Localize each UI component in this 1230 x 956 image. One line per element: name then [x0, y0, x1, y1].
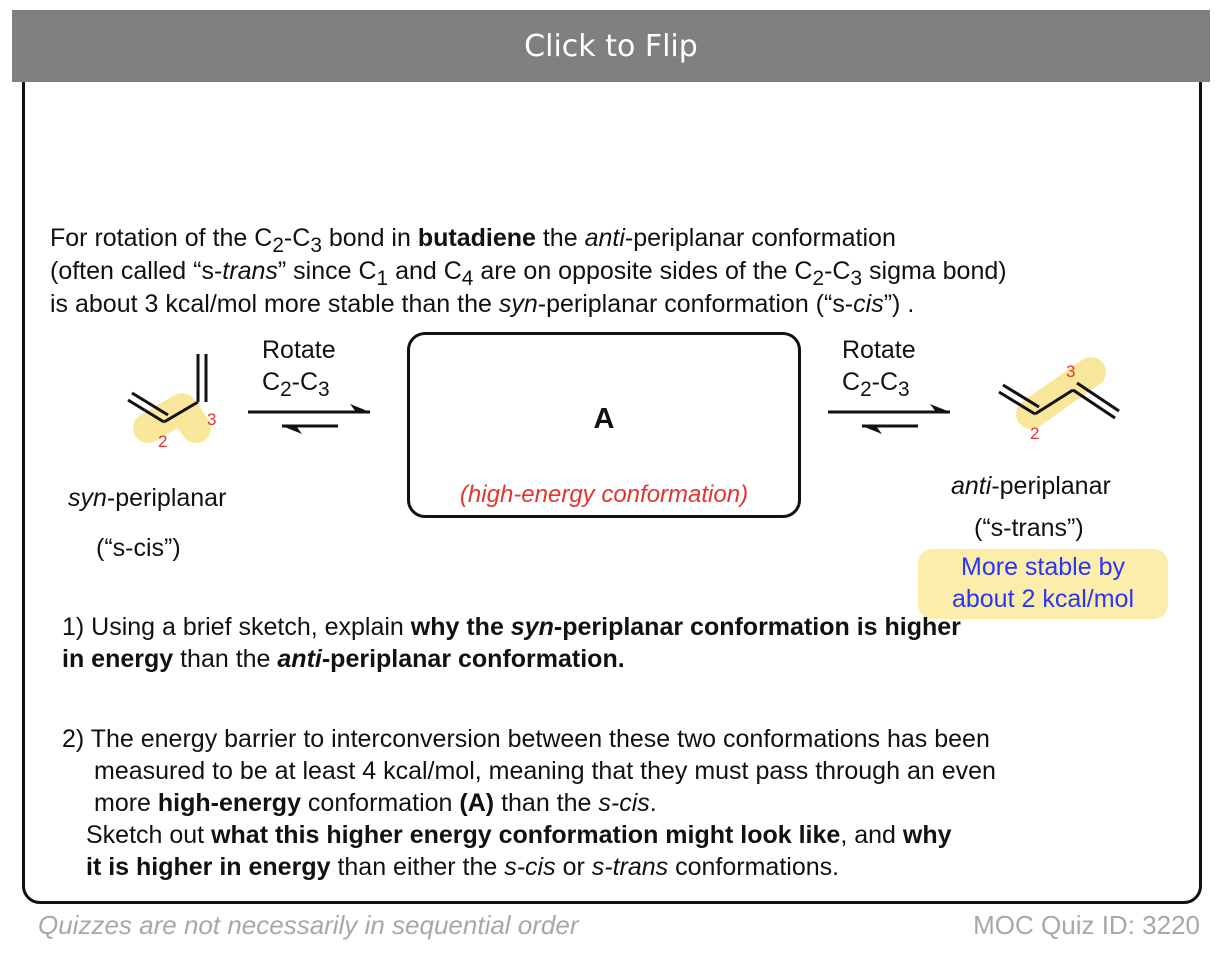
flip-label: Click to Flip: [524, 28, 698, 64]
sequence-disclaimer: Quizzes are not necessarily in sequentia…: [38, 910, 579, 940]
right-rotate-label: Rotate: [842, 336, 916, 364]
anti-periplanar-label: anti-periplanar: [951, 472, 1111, 500]
left-bond-label: C2-C3: [262, 368, 330, 401]
question-1: 1) Using a brief sketch, explain why the…: [62, 613, 961, 673]
intro-line-3: is about 3 kcal/mol more stable than the…: [50, 290, 915, 318]
box-a-label: A: [593, 403, 615, 435]
s-trans-label: (“s-trans”): [974, 514, 1084, 542]
right-carbon-2-label: 2: [1030, 424, 1040, 443]
syn-periplanar-label: syn-periplanar: [68, 484, 227, 512]
stability-note: More stable by about 2 kcal/mol: [918, 549, 1168, 619]
quiz-card: [22, 16, 1202, 904]
intro-line-2: (often called “s-trans” since C1 and C4 …: [50, 257, 1007, 290]
left-carbon-3-label: 3: [207, 410, 217, 429]
quiz-id: MOC Quiz ID: 3220: [973, 910, 1200, 940]
intro-paragraph: For rotation of the C2-C3 bond in butadi…: [50, 222, 1210, 321]
high-energy-conformation-label: (high-energy conformation): [459, 481, 749, 508]
left-rotate-label: Rotate: [262, 336, 336, 364]
question-2: 2) The energy barrier to interconversion…: [62, 725, 996, 881]
conformation-a-box: A (high-energy conformation): [407, 332, 801, 518]
right-carbon-3-label: 3: [1066, 362, 1076, 381]
intro-line-1: For rotation of the C2-C3 bond in butadi…: [50, 224, 896, 257]
anti-butadiene-structure: [998, 357, 1120, 429]
right-bond-label: C2-C3: [842, 368, 910, 401]
left-equilibrium-arrows: [248, 404, 370, 434]
right-equilibrium-arrows: [828, 404, 950, 434]
s-cis-label: (“s-cis”): [96, 534, 181, 562]
left-carbon-2-label: 2: [158, 432, 168, 451]
syn-butadiene-structure: [127, 354, 211, 443]
click-to-flip-button[interactable]: Click to Flip: [12, 10, 1210, 82]
